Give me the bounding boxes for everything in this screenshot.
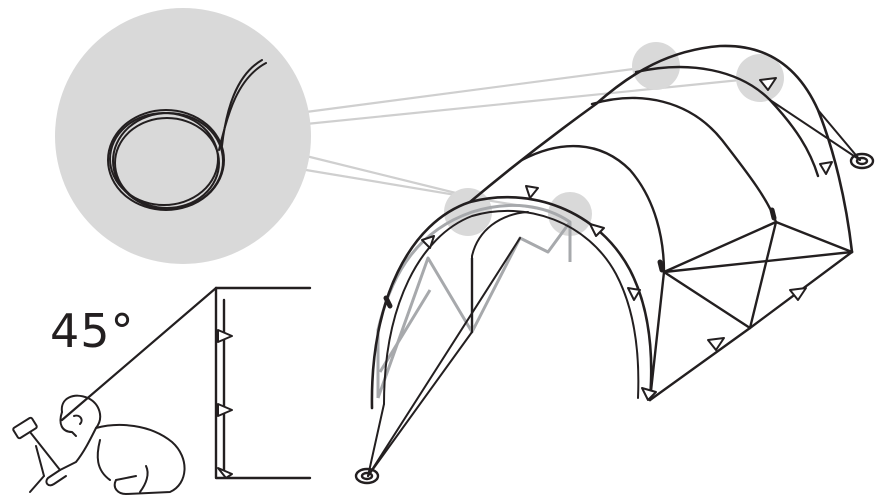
hammer-icon	[12, 416, 61, 493]
tent-door-frame	[471, 211, 529, 333]
tie-point-triangle-icon	[421, 77, 833, 401]
tent-front-arch-inner	[383, 209, 640, 405]
person-hammering-icon	[45, 394, 186, 495]
tent-icon	[354, 44, 875, 485]
tent-front-arch	[370, 195, 653, 410]
tent-hoops	[520, 65, 820, 274]
tent-base-lines	[648, 220, 854, 402]
tent-roof-outline	[468, 44, 854, 254]
coiled-cord-icon	[107, 59, 267, 211]
magnifier-circle	[55, 8, 311, 264]
tent-strap-marks	[383, 207, 777, 309]
angle-detail	[12, 286, 312, 495]
anchor-ring-icon	[354, 152, 875, 485]
angle-label: 45°	[50, 304, 135, 358]
frame-panel	[214, 286, 312, 480]
tie-point-triangle-icon	[217, 329, 233, 479]
tent-guy-lines	[367, 99, 861, 477]
